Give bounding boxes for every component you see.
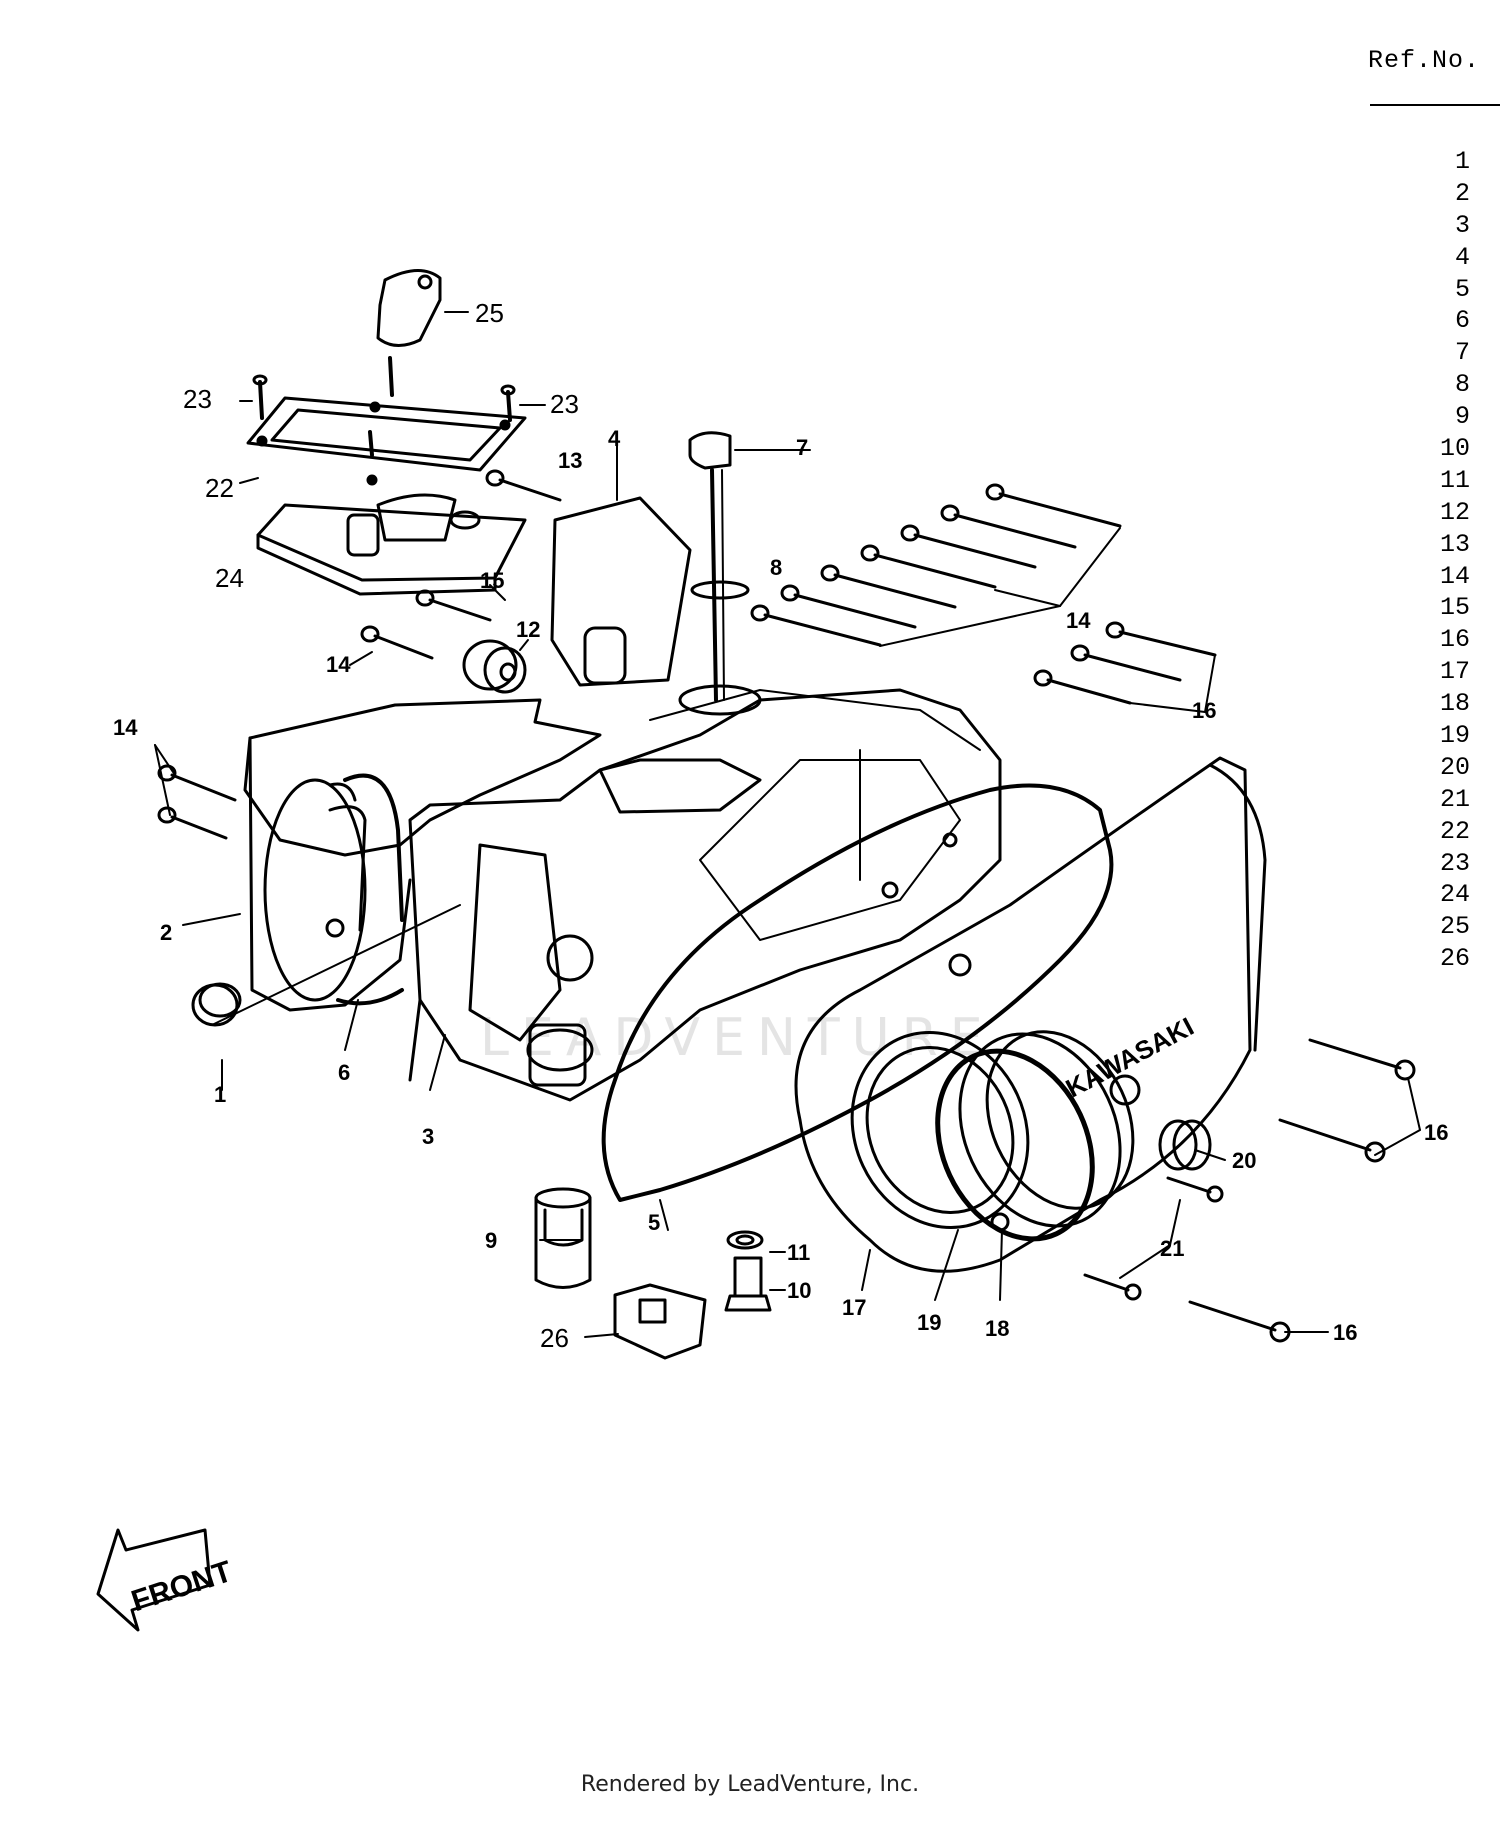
ref-number-item: 14	[1439, 561, 1470, 591]
part-25-cover-cap	[376, 269, 469, 397]
ref-number-item: 26	[1439, 944, 1470, 974]
ref-number-item: 12	[1439, 497, 1470, 527]
callout-23-left: 23	[183, 384, 212, 414]
ref-number-item: 9	[1454, 402, 1470, 432]
ref-number-item: 21	[1439, 784, 1470, 814]
footer-credit: Rendered by LeadVenture, Inc.	[580, 1772, 920, 1797]
part-19-cap-gasket	[935, 1048, 1095, 1242]
ref-number-item: 22	[1439, 816, 1470, 846]
ref-number-item: 23	[1439, 848, 1470, 878]
callout-23-right: 23	[550, 389, 579, 419]
ref-number-item: 16	[1439, 625, 1470, 655]
part-26-neutral-switch	[613, 1283, 707, 1360]
ref-number-item: 7	[1454, 338, 1470, 368]
ref-number-item: 24	[1439, 880, 1470, 910]
callout-17: 17	[842, 1295, 866, 1320]
part-17-right-side-cover	[794, 756, 1267, 1273]
ref-number-item: 3	[1454, 210, 1470, 240]
callout-14-left: 14	[113, 715, 138, 740]
callout-21: 21	[1160, 1236, 1184, 1261]
ref-number-item: 4	[1454, 242, 1470, 272]
ref-number-item: 5	[1454, 274, 1470, 304]
callout-16-upper: 16	[1192, 698, 1216, 723]
callout-14-middle: 14	[326, 652, 351, 677]
part-10-drain-plug	[724, 1256, 772, 1312]
part-12-bearing	[462, 639, 527, 694]
ref-number-item: 25	[1439, 912, 1470, 942]
part-23-screws	[239, 374, 546, 457]
watermark-text: LEADVENTURE	[480, 1008, 995, 1068]
ref-number-item: 20	[1439, 752, 1470, 782]
callout-3: 3	[422, 1124, 434, 1149]
ref-number-item: 11	[1439, 465, 1470, 495]
callout-1: 1	[214, 1082, 226, 1107]
ref-number-item: 10	[1439, 434, 1470, 464]
callout-12: 12	[516, 617, 540, 642]
callout-19: 19	[917, 1310, 941, 1335]
callout-24: 24	[215, 563, 244, 593]
ref-number-item: 13	[1439, 529, 1470, 559]
callout-25: 25	[475, 298, 504, 328]
callout-4: 4	[608, 426, 621, 451]
callout-6: 6	[338, 1060, 350, 1085]
part-2-left-crankcase	[243, 698, 602, 1012]
ref-number-item: 18	[1439, 689, 1470, 719]
callout-14-right: 14	[1066, 608, 1091, 633]
ref-no-divider	[1370, 104, 1500, 106]
ref-number-item: 17	[1439, 657, 1470, 687]
bolts-group	[157, 469, 1416, 1343]
ref-number-item: 2	[1454, 178, 1470, 208]
callout-16-right: 16	[1424, 1120, 1448, 1145]
part-3-right-crankcase	[408, 684, 1002, 1102]
front-direction-arrow	[96, 1528, 212, 1632]
part-1-plug	[191, 982, 242, 1027]
callout-11: 11	[787, 1240, 810, 1265]
ref-number-item: 19	[1439, 721, 1470, 751]
part-20-oil-seal	[1158, 1119, 1212, 1171]
callout-9: 9	[485, 1228, 497, 1253]
ref-number-item: 15	[1439, 593, 1470, 623]
callout-7: 7	[796, 435, 808, 460]
callout-8: 8	[770, 555, 782, 580]
part-9-sleeve	[534, 1187, 592, 1289]
ref-no-header: Ref.No.	[1368, 46, 1481, 75]
ref-number-item: 1	[1454, 147, 1470, 176]
part-18-clutch-cover-cap	[958, 1030, 1135, 1232]
part-6-side-gasket	[336, 773, 404, 1006]
callout-10: 10	[787, 1278, 811, 1303]
part-7-oil-dipstick	[688, 431, 811, 702]
callout-16-lower: 16	[1333, 1320, 1357, 1345]
callout-15: 15	[480, 568, 504, 593]
callout-18: 18	[985, 1316, 1009, 1341]
callout-2: 2	[160, 920, 172, 945]
part-24-cover-plate	[256, 493, 527, 596]
ref-number-item: 8	[1454, 370, 1470, 400]
part-4-sprocket-cover	[550, 439, 692, 687]
callout-26: 26	[540, 1323, 569, 1353]
front-label: FRONT	[127, 1555, 235, 1618]
callout-22: 22	[205, 473, 234, 503]
kawasaki-brand-mark: KAWASAKI	[1061, 1011, 1199, 1103]
callout-5: 5	[648, 1210, 660, 1235]
part-11-washer	[726, 1230, 764, 1250]
callout-20: 20	[1232, 1148, 1256, 1173]
callout-13: 13	[558, 448, 582, 473]
ref-number-item: 6	[1454, 306, 1470, 336]
part-22-gasket-frame	[246, 396, 527, 486]
leader-lines	[154, 477, 1421, 1338]
